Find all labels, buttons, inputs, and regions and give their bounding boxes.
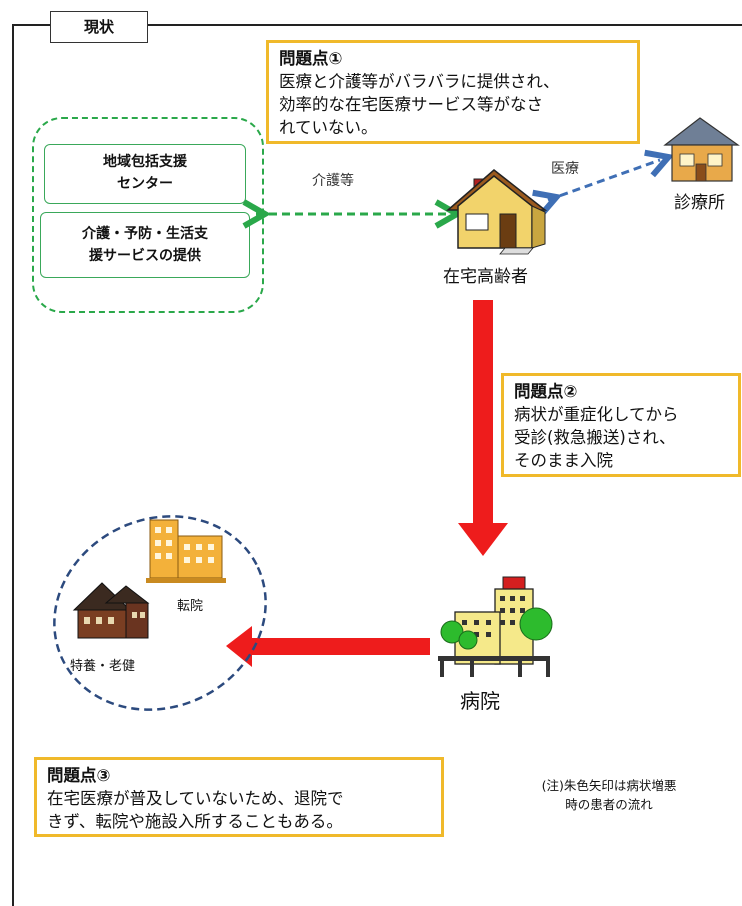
problem1-box: 問題点① 医療と介護等がバラバラに提供され、 効率的な在宅医療サービス等がなさ … <box>266 40 640 144</box>
problem2-body: 病状が重症化してから 受診(救急搬送)され、 そのまま入院 <box>514 405 679 470</box>
clinic-label: 診療所 <box>674 193 725 213</box>
care-services-box: 介護・予防・生活支 援サービスの提供 <box>40 212 250 278</box>
nursing-home-label: 特養・老健 <box>70 659 136 674</box>
hospital-icon <box>438 576 553 677</box>
problem3-title: 問題点③ <box>47 766 111 785</box>
problem1-title: 問題点① <box>279 49 343 68</box>
problem1-body: 医療と介護等がバラバラに提供され、 効率的な在宅医療サービス等がなさ れていない… <box>279 72 560 137</box>
problem3-box: 問題点③ 在宅医療が普及していないため、退院で きず、転院や施設入所することもあ… <box>34 757 444 837</box>
label-medical: 医療 <box>551 161 579 177</box>
label-care: 介護等 <box>312 173 354 189</box>
home-house-icon <box>445 169 548 255</box>
main-frame <box>12 24 742 906</box>
hospital-label: 病院 <box>460 689 500 713</box>
home-elderly-label: 在宅高齢者 <box>443 267 528 287</box>
red-arrow-down <box>458 300 508 556</box>
medical-link-arrow <box>548 160 660 200</box>
problem2-title: 問題点② <box>514 382 578 401</box>
clinic-icon <box>663 117 740 182</box>
community-support-center: 地域包括支援 センター <box>44 144 246 204</box>
red-arrow-left <box>226 626 430 667</box>
nursing-home-icon <box>72 582 150 639</box>
problem3-body: 在宅医療が普及していないため、退院で きず、転院や施設入所することもある。 <box>47 789 344 831</box>
footnote: (注)朱色矢印は病状増悪 時の患者の流れ <box>541 778 677 812</box>
transfer-label: 転院 <box>177 599 204 614</box>
facility-group <box>53 515 267 711</box>
transfer-building-icon <box>146 519 226 583</box>
status-tab[interactable]: 現状 <box>50 11 148 43</box>
problem2-box: 問題点② 病状が重症化してから 受診(救急搬送)され、 そのまま入院 <box>501 373 741 477</box>
